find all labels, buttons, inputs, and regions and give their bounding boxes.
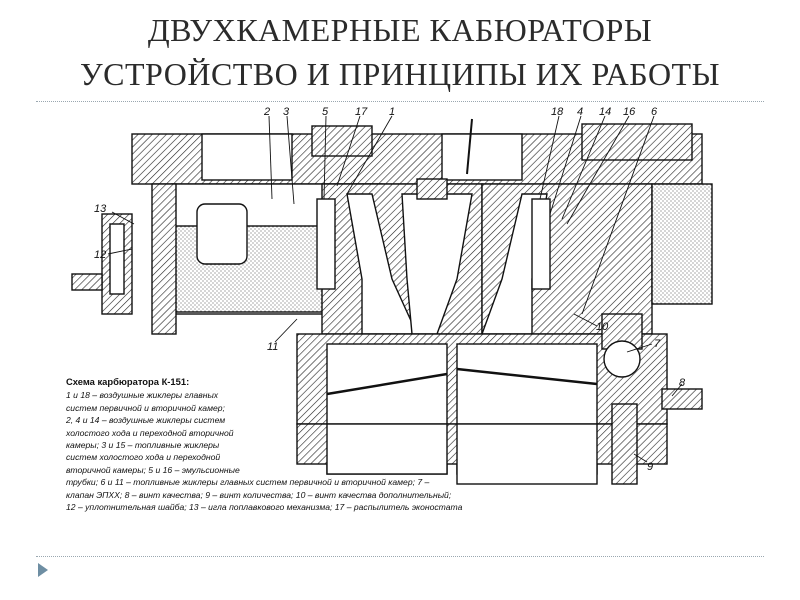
callout-number: 1 (389, 106, 395, 118)
caption-line: камеры; 3 и 15 – топливные жиклеры (66, 440, 220, 451)
callout-number: 14 (599, 106, 611, 118)
caption-line: систем первичной и вторичной камер; (66, 402, 225, 413)
callout-number: 2 (263, 106, 270, 118)
caption-line: 12 – уплотнительная шайба; 13 – игла поп… (66, 502, 463, 513)
caption-line: 1 и 18 – воздушные жиклеры главных (66, 390, 219, 401)
carburetor-body-drawing (71, 118, 713, 485)
callout-number: 16 (623, 106, 636, 118)
caption-title: Схема карбюратора К-151: (66, 376, 190, 387)
callout-number: 10 (596, 321, 609, 333)
caption-line: вторичной камеры; 5 и 16 – эмульсионные (66, 464, 240, 475)
callout-numbers: 2 3 5 17 1 18 4 14 16 6 13 12 11 10 7 8 … (94, 106, 686, 473)
callout-number: 8 (679, 377, 686, 389)
callout-number: 18 (551, 106, 564, 118)
caption-line: клапан ЭПХХ; 8 – винт качества; 9 – винт… (66, 489, 452, 500)
callout-number: 6 (651, 106, 658, 118)
slide-title-line-2: УСТРОЙСТВО И ПРИНЦИПЫ ИХ РАБОТЫ (79, 56, 720, 92)
caption-line: трубки; 6 и 11 – топливные жиклеры главн… (66, 477, 430, 488)
diagram-caption: Схема карбюратора К-151: 1 и 18 – воздуш… (66, 376, 536, 513)
callout-leaders (107, 115, 683, 463)
slide-title-line-1: ДВУХКАМЕРНЫЕ КАБЮРАТОРЫ (147, 12, 653, 48)
callout-number: 3 (283, 106, 290, 118)
callout-number: 13 (94, 203, 107, 215)
callout-number: 9 (647, 461, 653, 473)
callout-number: 11 (267, 341, 278, 353)
bottom-divider (36, 556, 764, 557)
caption-line: 2, 4 и 14 – воздушные жиклеры систем (66, 415, 226, 426)
callout-number: 5 (322, 106, 329, 118)
callout-number: 4 (577, 106, 583, 118)
top-divider (36, 101, 764, 102)
callout-number: 17 (355, 106, 368, 118)
caption-line: холостого хода и переходной вторичной (66, 427, 234, 438)
carburetor-diagram: 2 3 5 17 1 18 4 14 16 6 13 12 11 10 7 8 … (71, 106, 713, 485)
callout-number: 12 (94, 249, 106, 261)
callout-number: 7 (654, 338, 661, 350)
caption-line: систем холостого хода и переходной (66, 452, 221, 463)
next-slide-arrow-icon[interactable] (38, 563, 48, 577)
